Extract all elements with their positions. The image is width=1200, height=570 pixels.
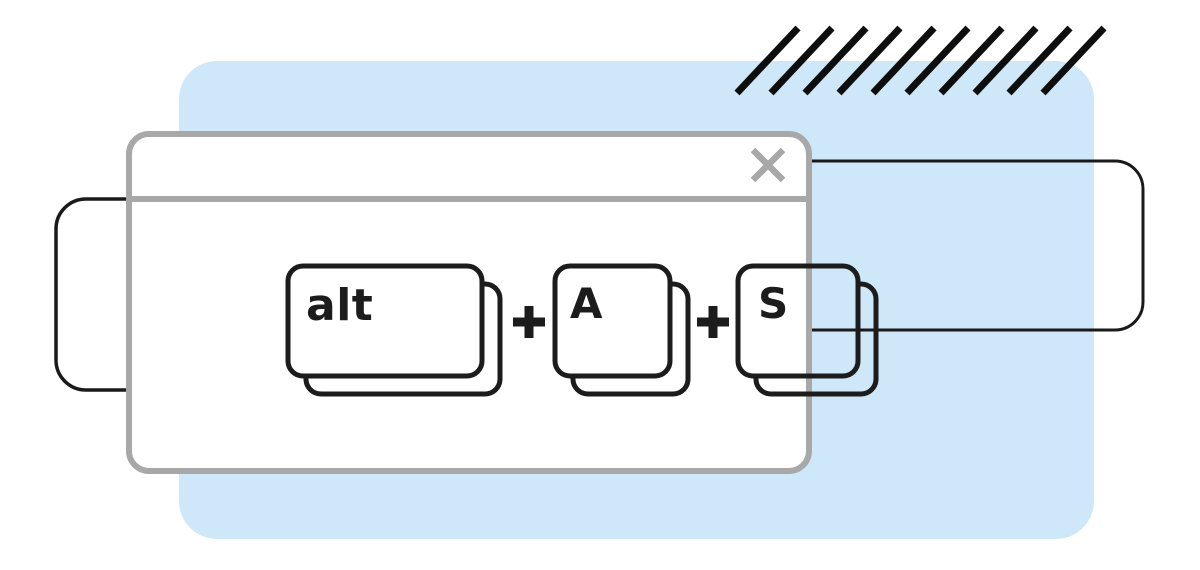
key-s-face — [735, 263, 861, 379]
hatch-line — [1040, 25, 1107, 96]
hatch-line — [870, 25, 937, 96]
hatch-line — [938, 25, 1005, 96]
key-alt-face — [285, 263, 485, 379]
hatch-lines — [734, 25, 1107, 96]
key-a-shadow — [570, 281, 691, 397]
hatch-line — [734, 25, 801, 96]
plus-separator — [513, 306, 545, 338]
key-alt-shadow — [303, 281, 503, 397]
key-s-shadow — [753, 281, 879, 397]
key-s-label: S — [758, 279, 789, 328]
key-alt-label: alt — [306, 280, 373, 331]
hatch-line — [768, 25, 835, 96]
hatch-line — [836, 25, 903, 96]
close-icon[interactable] — [750, 147, 786, 183]
close-icon-stroke — [750, 147, 786, 183]
key-a-label: A — [570, 279, 603, 328]
key-s: S — [735, 263, 879, 397]
key-alt: alt — [285, 263, 503, 397]
hatch-line — [802, 25, 869, 96]
key-a: A — [552, 263, 691, 397]
hatch-line — [972, 25, 1039, 96]
key-a-face — [552, 263, 673, 379]
hatch-line — [904, 25, 971, 96]
window-frame — [126, 131, 812, 474]
hatch-line — [1006, 25, 1073, 96]
dialog-window — [126, 131, 812, 474]
plus-separator — [697, 306, 729, 338]
